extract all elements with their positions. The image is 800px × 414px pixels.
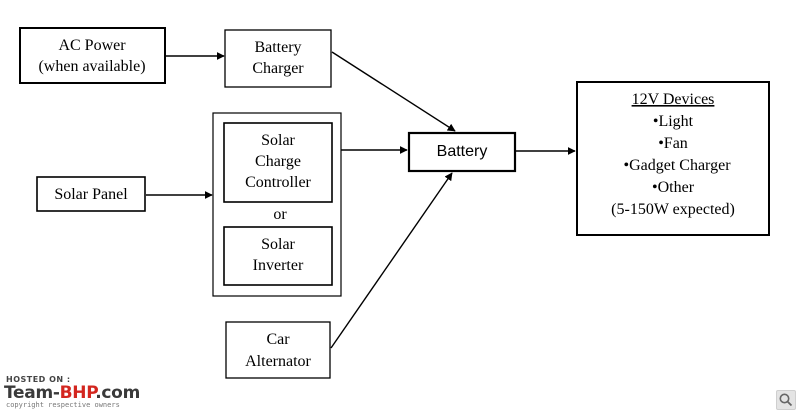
- solar-panel-box: Solar Panel: [36, 176, 146, 212]
- devices-item-light: •Light: [653, 113, 694, 130]
- devices-item-other: •Other: [652, 179, 695, 196]
- watermark-brand-a: Team-: [4, 383, 60, 403]
- car-alternator-label-1: Car: [266, 331, 290, 348]
- solar-charge-controller-label-2: Charge: [255, 153, 301, 170]
- watermark-hosted-text: HOSTED ON :: [6, 375, 71, 384]
- devices-box: 12V Devices •Light •Fan •Gadget Charger …: [576, 81, 770, 236]
- ac-power-sublabel: (when available): [38, 58, 145, 75]
- car-alternator-label-2: Alternator: [245, 353, 311, 370]
- zoom-button[interactable]: [776, 390, 796, 410]
- solar-inverter-box: [223, 226, 333, 286]
- arrow-charger-to-battery: [331, 51, 456, 132]
- solar-charge-controller-box: [223, 122, 333, 203]
- or-label: or: [273, 206, 287, 223]
- devices-title: 12V Devices: [632, 91, 715, 108]
- battery-charger-label-2: Charger: [252, 60, 304, 77]
- watermark-brand-c: .com: [95, 383, 140, 403]
- solar-device-group: Solar Charge Controller or Solar Inverte…: [212, 112, 342, 297]
- watermark-copyright: copyright respective owners: [6, 401, 120, 409]
- battery-charger-label-1: Battery: [254, 39, 301, 56]
- hosting-watermark: HOSTED ON : Team-BHP.com copyright respe…: [4, 373, 204, 413]
- ac-power-label: AC Power: [58, 37, 126, 54]
- solar-charge-controller-label-3: Controller: [245, 174, 311, 191]
- watermark-logo: Team-BHP.com: [4, 383, 140, 403]
- solar-charge-controller-label-1: Solar: [261, 132, 295, 149]
- battery-box: Battery: [407, 131, 517, 173]
- devices-item-gadget-charger: •Gadget Charger: [623, 157, 731, 174]
- ac-power-box: AC Power (when available): [19, 27, 166, 84]
- solar-inverter-label-1: Solar: [261, 236, 295, 253]
- devices-note: (5-150W expected): [611, 201, 735, 218]
- car-alternator-box: Car Alternator: [225, 321, 331, 379]
- magnifier-icon: [779, 393, 793, 407]
- battery-label: Battery: [437, 143, 488, 160]
- solar-panel-label: Solar Panel: [54, 186, 128, 203]
- battery-charger-box: Battery Charger: [224, 29, 332, 88]
- watermark-brand-b: BHP: [59, 383, 96, 403]
- arrow-alternator-to-battery: [330, 172, 453, 349]
- solar-inverter-label-2: Inverter: [253, 257, 304, 274]
- devices-item-fan: •Fan: [658, 135, 688, 152]
